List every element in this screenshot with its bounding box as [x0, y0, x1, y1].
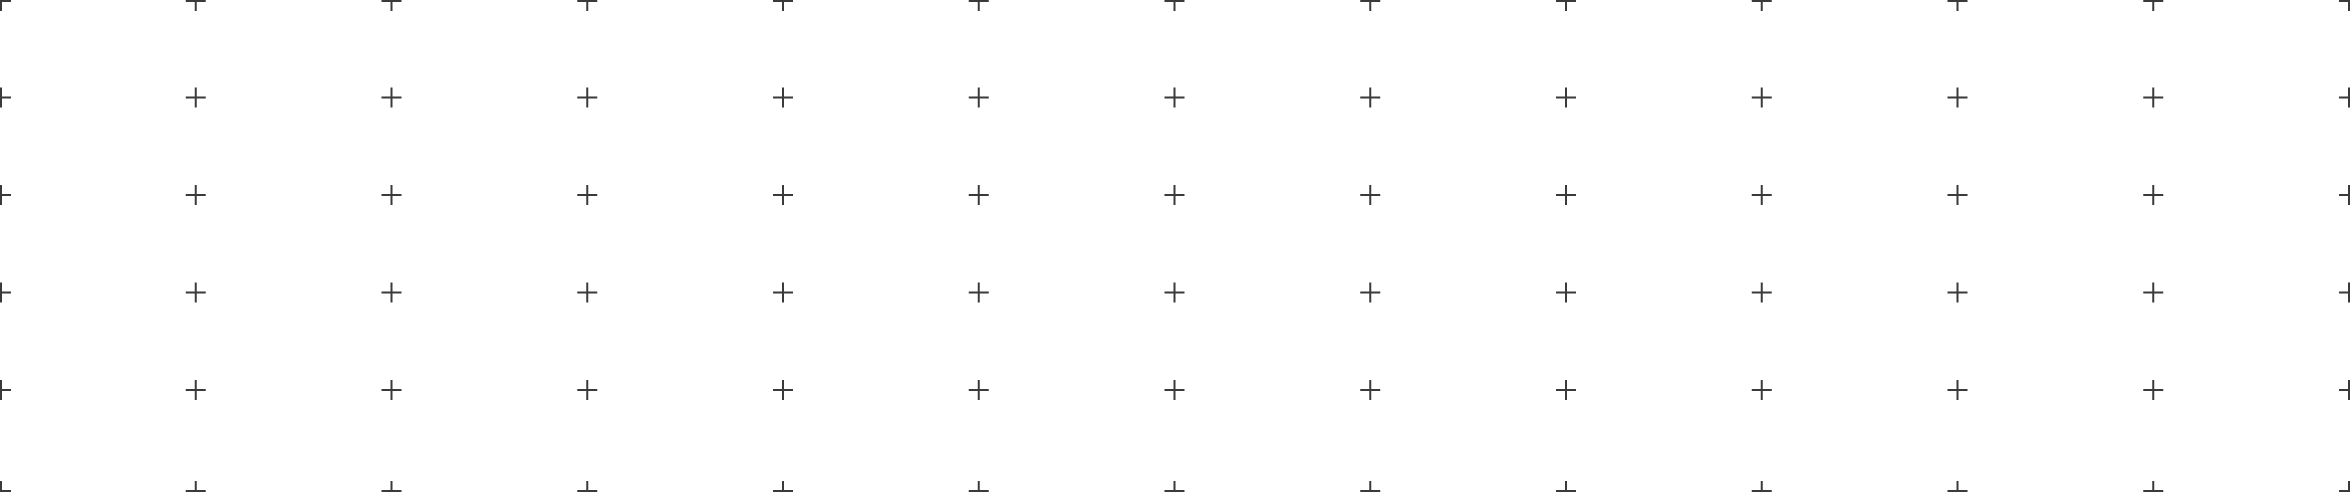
plus-crosshair-icon — [0, 380, 11, 400]
plus-crosshair-icon — [2339, 481, 2350, 492]
plus-crosshair-icon — [773, 282, 793, 303]
plus-crosshair-icon — [381, 185, 402, 205]
plus-crosshair-icon — [1947, 185, 1968, 205]
plus-crosshair-icon — [2339, 282, 2350, 303]
plus-crosshair-icon — [185, 481, 206, 492]
plus-crosshair-icon — [381, 481, 402, 492]
plus-crosshair-icon — [1751, 380, 1772, 400]
plus-crosshair-icon — [773, 87, 793, 108]
plus-crosshair-icon — [1947, 380, 1968, 400]
plus-crosshair-icon — [185, 380, 206, 400]
plus-crosshair-icon — [1556, 481, 1576, 492]
plus-crosshair-icon — [1751, 481, 1772, 492]
plus-crosshair-icon — [577, 481, 598, 492]
plus-crosshair-icon — [1751, 282, 1772, 303]
plus-crosshair-icon — [1751, 185, 1772, 205]
plus-crosshair-icon — [968, 0, 989, 11]
plus-crosshair-icon — [2143, 380, 2164, 400]
plus-crosshair-icon — [381, 87, 402, 108]
plus-crosshair-icon — [2143, 185, 2164, 205]
plus-crosshair-icon — [968, 282, 989, 303]
plus-crosshair-icon — [1556, 87, 1576, 108]
plus-crosshair-icon — [1751, 0, 1772, 11]
plus-crosshair-icon — [577, 0, 598, 11]
plus-crosshair-icon — [1360, 481, 1381, 492]
plus-crosshair-icon — [2339, 87, 2350, 108]
plus-crosshair-icon — [577, 87, 598, 108]
plus-crosshair-icon — [1164, 282, 1185, 303]
plus-crosshair-icon — [2339, 380, 2350, 400]
plus-crosshair-icon — [1360, 185, 1381, 205]
plus-crosshair-icon — [2143, 87, 2164, 108]
plus-crosshair-icon — [968, 481, 989, 492]
plus-crosshair-icon — [185, 0, 206, 11]
plus-crosshair-icon — [1947, 282, 1968, 303]
plus-crosshair-icon — [1556, 0, 1576, 11]
plus-crosshair-icon — [0, 87, 11, 108]
plus-crosshair-icon — [0, 481, 11, 492]
plus-crosshair-icon — [2339, 185, 2350, 205]
plus-crosshair-icon — [0, 282, 11, 303]
plus-crosshair-icon — [577, 185, 598, 205]
plus-crosshair-icon — [1164, 380, 1185, 400]
plus-crosshair-icon — [1360, 0, 1381, 11]
plus-crosshair-icon — [2143, 0, 2164, 11]
plus-crosshair-icon — [381, 0, 402, 11]
plus-crosshair-icon — [185, 282, 206, 303]
plus-crosshair-icon — [1947, 87, 1968, 108]
plus-crosshair-icon — [0, 0, 11, 11]
plus-crosshair-icon — [968, 185, 989, 205]
plus-crosshair-icon — [1164, 87, 1185, 108]
plus-crosshair-icon — [1556, 282, 1576, 303]
plus-crosshair-icon — [2339, 0, 2350, 11]
plus-crosshair-icon — [2143, 481, 2164, 492]
plus-crosshair-icon — [577, 380, 598, 400]
plus-crosshair-icon — [1164, 0, 1185, 11]
plus-crosshair-icon — [577, 282, 598, 303]
plus-crosshair-icon — [1751, 87, 1772, 108]
plus-crosshair-icon — [1947, 0, 1968, 11]
plus-crosshair-icon — [1164, 481, 1185, 492]
plus-crosshair-icon — [1947, 481, 1968, 492]
plus-crosshair-icon — [968, 87, 989, 108]
plus-crosshair-icon — [773, 380, 793, 400]
plus-crosshair-icon — [1164, 185, 1185, 205]
plus-crosshair-icon — [0, 185, 11, 205]
plus-crosshair-icon — [773, 481, 793, 492]
plus-crosshair-icon — [185, 87, 206, 108]
plus-crosshair-icon — [1556, 380, 1576, 400]
plus-crosshair-icon — [185, 185, 206, 205]
plus-crosshair-icon — [968, 380, 989, 400]
plus-crosshair-icon — [1360, 282, 1381, 303]
plus-crosshair-icon — [773, 0, 793, 11]
plus-crosshair-icon — [2143, 282, 2164, 303]
plus-crosshair-icon — [1556, 185, 1576, 205]
plus-crosshair-icon — [773, 185, 793, 205]
plus-crosshair-icon — [381, 282, 402, 303]
plus-crosshair-icon — [1360, 380, 1381, 400]
plus-crosshair-icon — [381, 380, 402, 400]
plus-crosshair-icon — [1360, 87, 1381, 108]
